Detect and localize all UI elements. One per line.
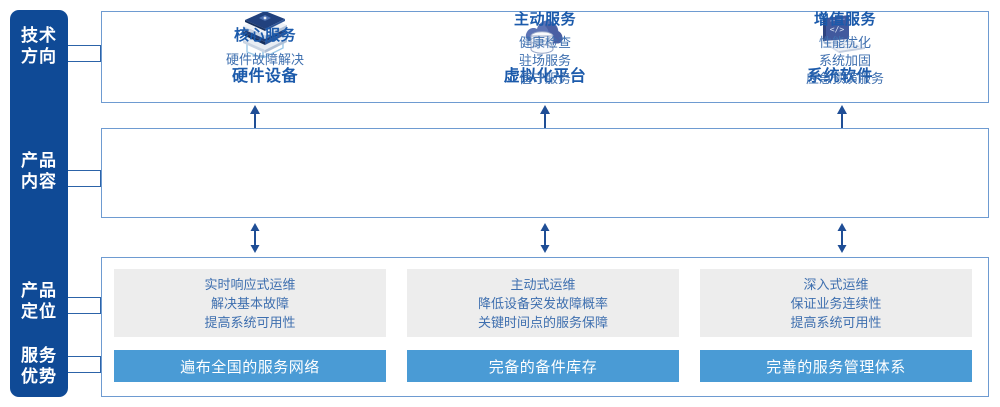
position-line: 降低设备突发故障概率 xyxy=(477,295,608,311)
service-item: 系统加固 xyxy=(818,53,871,68)
service-item: 应急预演服务 xyxy=(805,71,884,86)
connector-line xyxy=(68,170,101,171)
service-column-core[interactable]: 核心服务 硬件故障解决 xyxy=(165,0,365,114)
arrow-up-virtualization xyxy=(538,104,552,133)
advantage-bar-service-network[interactable]: 遍布全国的服务网络 xyxy=(114,350,386,382)
arrow-up-system-software xyxy=(835,104,849,133)
connector-line xyxy=(68,356,101,357)
service-column-proactive[interactable]: 主动服务 健康检查 驻场服务 值守服务 xyxy=(445,0,645,98)
connector-line xyxy=(100,356,101,373)
service-item: 驻场服务 xyxy=(518,53,571,68)
rail-label-line1: 服务 xyxy=(21,346,57,365)
service-item: 硬件故障解决 xyxy=(225,52,304,67)
connector-line xyxy=(68,61,101,62)
rail-label-line2: 方向 xyxy=(21,47,57,66)
connector-line xyxy=(68,45,101,46)
server-stack-icon xyxy=(237,12,293,58)
positioning-advantage-panel: 实时响应式运维 解决基本故障 提高系统可用性 主动式运维 降低设备突发故障概率 … xyxy=(101,257,989,397)
rail-label-service-advantage: 服务 优势 xyxy=(10,345,68,387)
service-item: 性能优化 xyxy=(818,35,871,50)
arrow-bidirectional-proactive xyxy=(538,222,552,259)
category-rail xyxy=(10,10,68,397)
advantage-bar-management-system[interactable]: 完善的服务管理体系 xyxy=(700,350,972,382)
rail-label-line1: 技术 xyxy=(21,26,57,45)
position-line: 深入式运维 xyxy=(803,276,869,292)
position-box-indepth[interactable]: 深入式运维 保证业务连续性 提高系统可用性 xyxy=(700,269,972,337)
position-box-proactive[interactable]: 主动式运维 降低设备突发故障概率 关键时间点的服务保障 xyxy=(407,269,679,337)
position-box-realtime[interactable]: 实时响应式运维 解决基本故障 提高系统可用性 xyxy=(114,269,386,337)
arrow-up-hardware xyxy=(248,104,262,133)
connector-line xyxy=(100,170,101,187)
arrow-bidirectional-core xyxy=(248,222,262,259)
rail-label-product-position: 产品 定位 xyxy=(10,280,68,322)
rail-label-product-content: 产品 内容 xyxy=(10,150,68,192)
laptop-code-icon: </> xyxy=(809,12,871,58)
connector-line xyxy=(68,186,101,187)
position-line: 关键时间点的服务保障 xyxy=(477,314,608,330)
service-title-proactive: 主动服务 xyxy=(513,11,576,28)
rail-label-line2: 定位 xyxy=(21,302,57,321)
tech-title-system-software: 系统软件 xyxy=(806,68,873,85)
rail-label-line2: 内容 xyxy=(21,172,57,191)
position-line: 主动式运维 xyxy=(510,276,576,292)
service-item: 健康检查 xyxy=(518,35,571,50)
tech-column-virtualization[interactable]: 虚拟化平台 xyxy=(455,0,635,92)
service-item: 值守服务 xyxy=(518,71,571,86)
rail-label-line2: 优势 xyxy=(21,367,57,386)
position-line: 提高系统可用性 xyxy=(790,314,882,330)
service-title-core: 核心服务 xyxy=(233,27,296,44)
position-line: 解决基本故障 xyxy=(210,295,289,311)
tech-column-system-software[interactable]: </> 系统软件 xyxy=(750,0,930,92)
product-content-panel xyxy=(101,128,989,218)
tech-title-virtualization: 虚拟化平台 xyxy=(503,68,587,85)
tech-column-hardware[interactable]: 硬件设备 xyxy=(175,0,355,92)
cloud-database-icon xyxy=(517,12,573,58)
connector-line xyxy=(68,372,101,373)
rail-label-line1: 产品 xyxy=(21,151,57,170)
service-title-value-added: 增值服务 xyxy=(813,11,876,28)
svg-text:</>: </> xyxy=(830,25,845,34)
service-column-value-added[interactable]: 增值服务 性能优化 系统加固 应急预演服务 xyxy=(745,0,945,98)
tech-title-hardware: 硬件设备 xyxy=(231,68,298,85)
connector-line xyxy=(68,297,101,298)
advantage-bar-spare-parts[interactable]: 完备的备件库存 xyxy=(407,350,679,382)
connector-line xyxy=(100,45,101,62)
position-line: 实时响应式运维 xyxy=(204,276,296,292)
connector-line xyxy=(68,313,101,314)
rail-label-line1: 产品 xyxy=(21,281,57,300)
rail-label-tech-direction: 技术 方向 xyxy=(10,25,68,67)
connector-line xyxy=(100,297,101,314)
position-line: 提高系统可用性 xyxy=(204,314,296,330)
arrow-bidirectional-value-added xyxy=(835,222,849,259)
position-line: 保证业务连续性 xyxy=(790,295,882,311)
